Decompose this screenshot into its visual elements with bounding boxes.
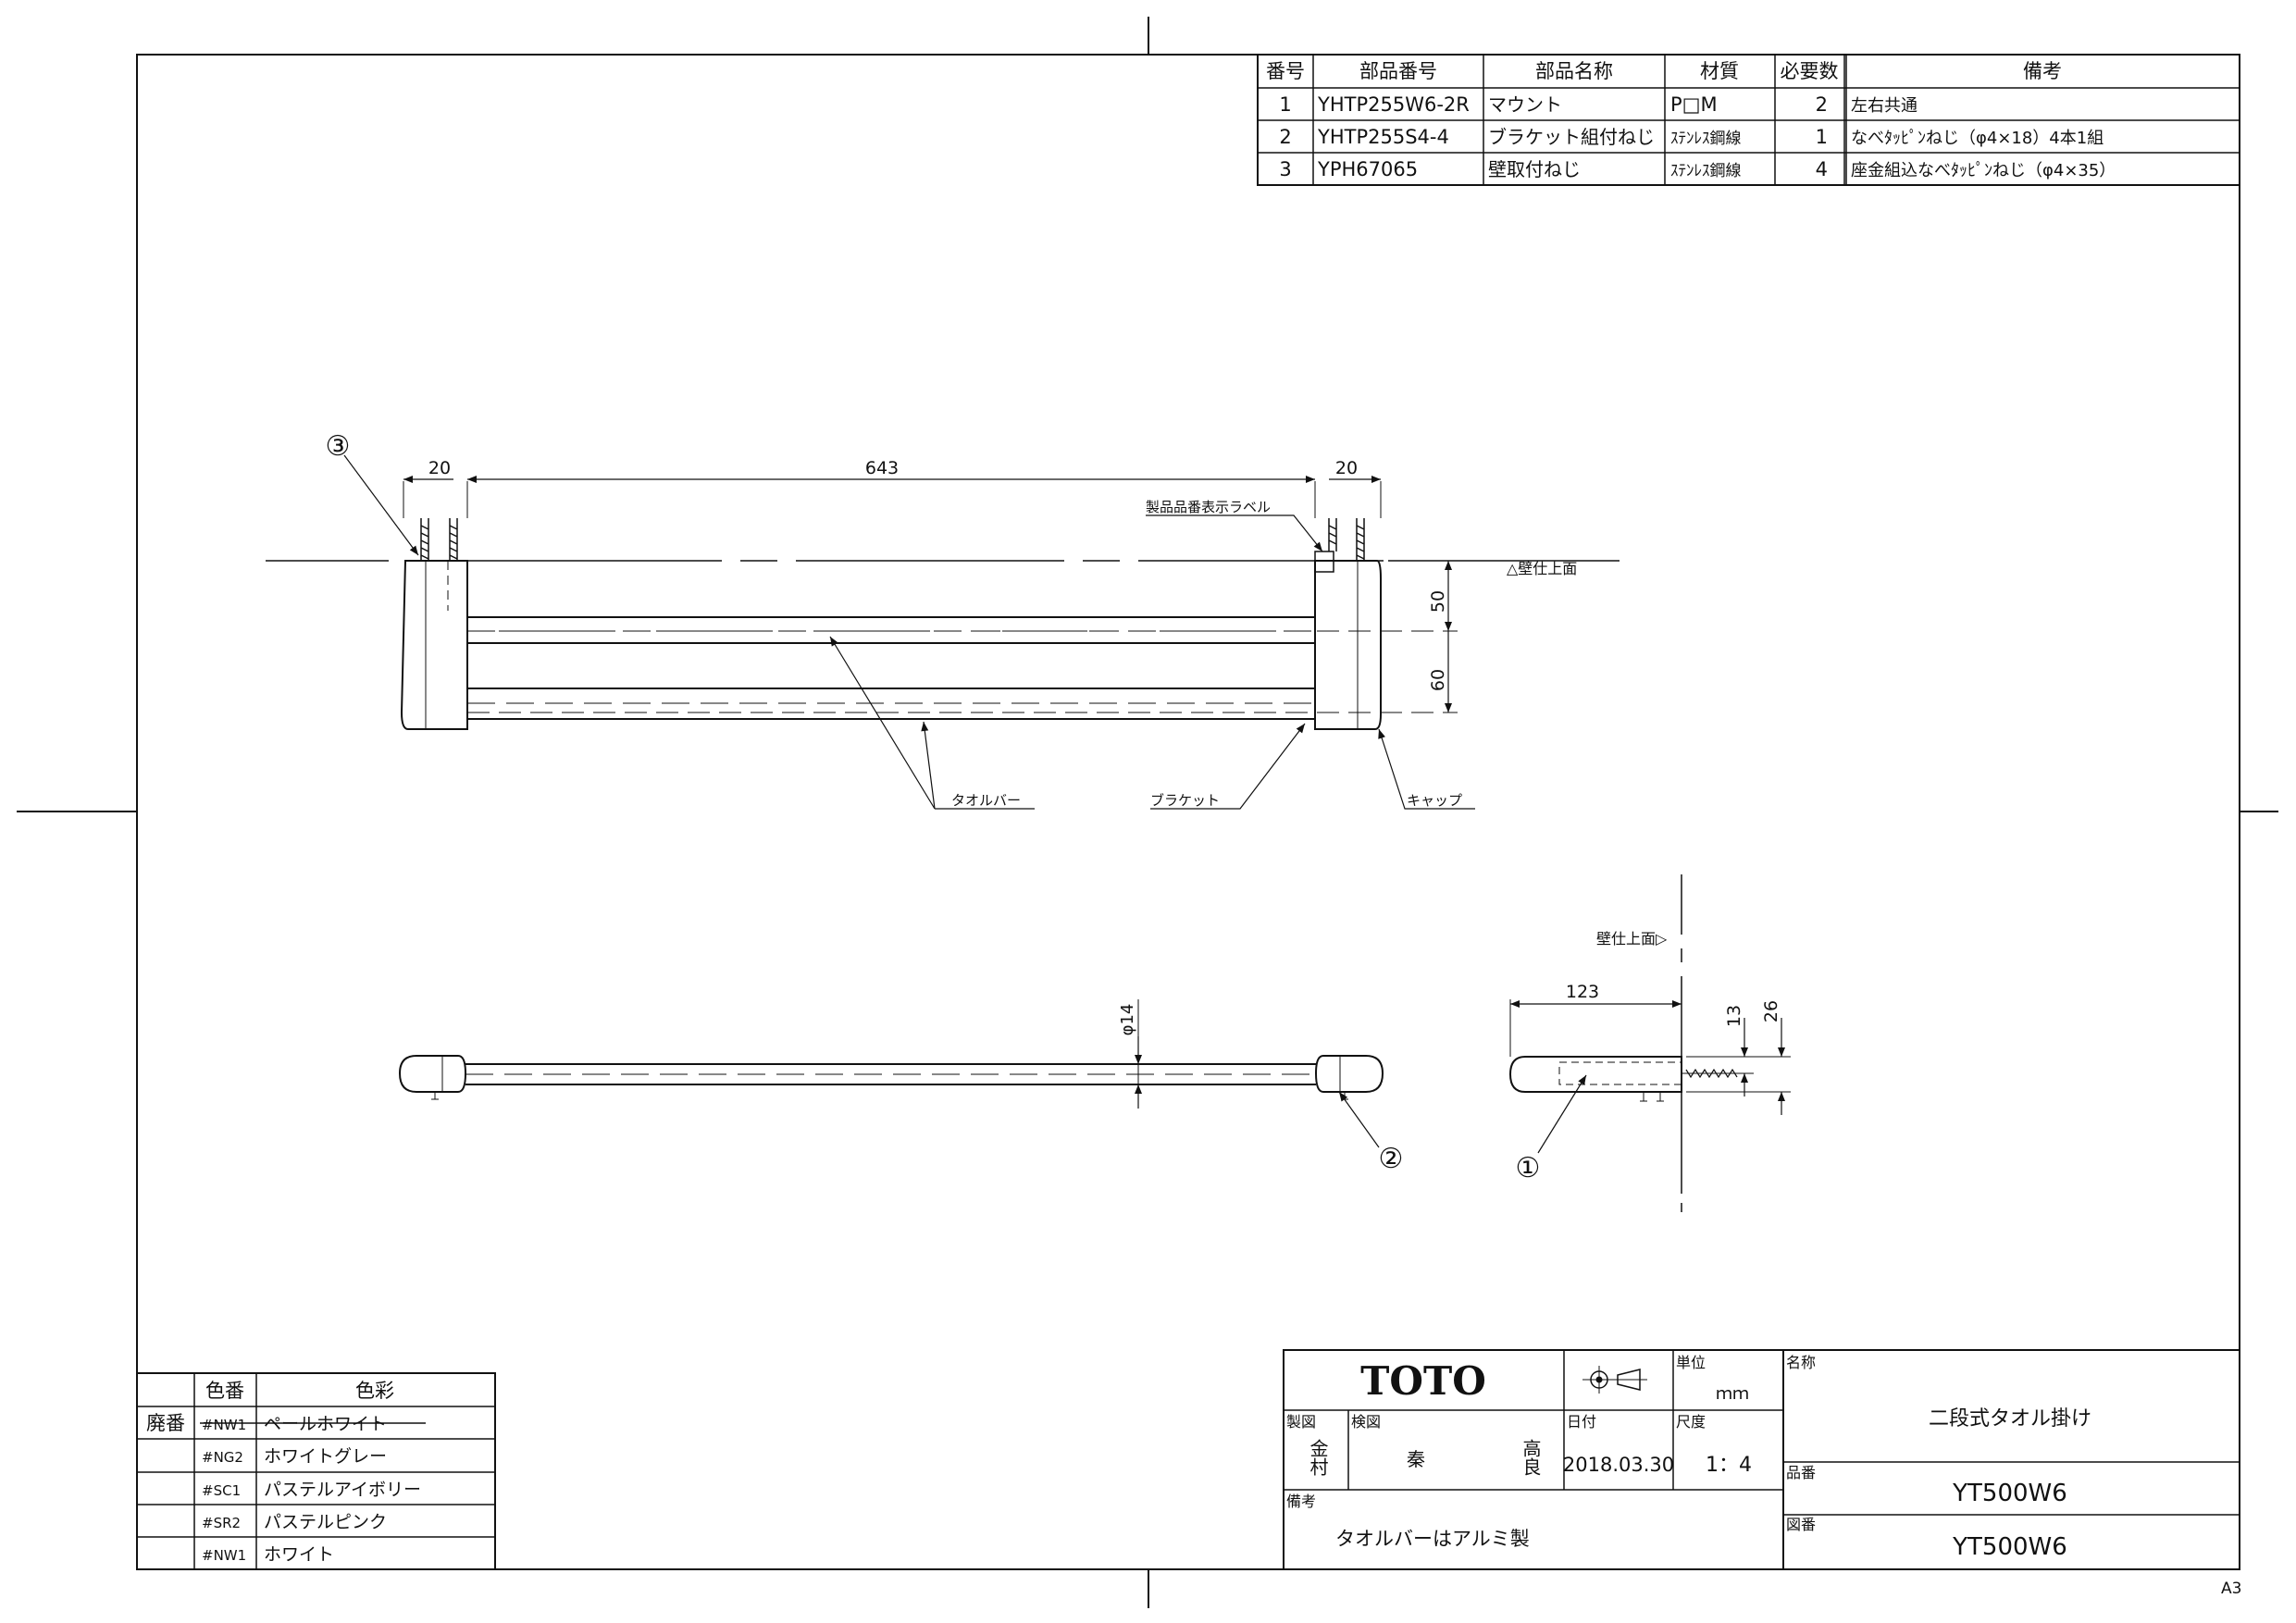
color-code: #NW1 [202, 1417, 246, 1433]
title-block: TOTO 単位 ｍｍ 名称 二段式タオル掛け 製図 金村 検図 秦 高良 日付 … [1283, 1349, 2240, 1570]
parts-row-no: 2 [1279, 126, 1291, 148]
color-code: #SR2 [202, 1515, 241, 1531]
color-name: パステルピンク [264, 1512, 387, 1532]
color-header-name: 色彩 [355, 1380, 394, 1402]
color-name: パステルアイボリー [264, 1480, 421, 1500]
balloon-1: ① [1516, 1152, 1541, 1184]
color-name: ホワイトグレー [264, 1446, 387, 1467]
parts-row-qty: 1 [1816, 126, 1828, 148]
parts-row-note: 座金組込なべﾀｯﾋﾟﾝねじ（φ4×35） [1851, 161, 2116, 180]
parts-header-qty: 必要数 [1781, 60, 1839, 82]
parts-header-no: 番号 [1266, 60, 1305, 82]
parts-row-note: 左右共通 [1851, 96, 1917, 116]
parts-row-name: ブラケット組付ねじ [1488, 126, 1655, 148]
parts-row-qty: 2 [1816, 93, 1828, 116]
dim-span-643: 643 [865, 458, 899, 478]
product-name: 二段式タオル掛け [1929, 1407, 2091, 1431]
label-product-number: 製品品番表示ラベル [1146, 499, 1271, 515]
parts-row-material: P□M [1670, 93, 1718, 116]
scale-label: 尺度 [1676, 1413, 1706, 1431]
balloon-2: ② [1379, 1143, 1404, 1175]
parts-row-name: 壁取付ねじ [1488, 158, 1581, 180]
dim-60: 60 [1428, 669, 1448, 691]
checked-by-2: 高良 [1520, 1439, 1542, 1476]
parts-row-qty: 4 [1816, 158, 1828, 180]
checked-label: 検図 [1351, 1413, 1381, 1431]
parts-row-material: ｽﾃﾝﾚｽ鋼線 [1670, 130, 1742, 148]
color-name: ホワイト [264, 1544, 334, 1565]
drawn-by: 金村 [1307, 1439, 1329, 1476]
product-no-label: 品番 [1786, 1464, 1816, 1481]
side-view: 壁仕上面▷ 123 13 26 ① [1508, 874, 1791, 1212]
parts-row-part-no: YHTP255S4-4 [1317, 126, 1449, 148]
dim-26: 26 [1761, 1000, 1781, 1022]
name-label: 名称 [1786, 1354, 1816, 1371]
parts-table: 番号 部品番号 部品名称 材質 必要数 備考 1 YHTP255W6-2R マウ… [1257, 54, 2240, 186]
dim-diameter-14: φ14 [1118, 1004, 1137, 1036]
towel-bar-upper [467, 616, 1315, 644]
label-wall-finish: △壁仕上面 [1507, 560, 1577, 577]
bottom-view: φ14 ② [398, 999, 1404, 1175]
parts-row-part-no: YHTP255W6-2R [1317, 93, 1470, 116]
color-header-code: 色番 [205, 1380, 244, 1402]
dim-depth-123: 123 [1566, 982, 1599, 1002]
parts-header-part-no: 部品番号 [1359, 60, 1437, 82]
label-wall-finish-side: 壁仕上面▷ [1596, 930, 1668, 948]
label-towel-bar: タオルバー [951, 792, 1021, 809]
parts-row-material: ｽﾃﾝﾚｽ鋼線 [1670, 162, 1742, 180]
parts-header-note: 備考 [2023, 60, 2062, 82]
unit-value: ｍｍ [1716, 1384, 1749, 1404]
color-code: #NG2 [202, 1449, 243, 1466]
color-code: #NW1 [202, 1547, 246, 1564]
dim-left-20: 20 [428, 458, 451, 478]
date-label: 日付 [1567, 1413, 1596, 1431]
remarks: タオルバーはアルミ製 [1335, 1528, 1530, 1550]
parts-row-no: 1 [1279, 93, 1291, 116]
sheet-size: A3 [2221, 1580, 2241, 1598]
remarks-label: 備考 [1286, 1493, 1316, 1510]
color-code: #SC1 [202, 1482, 241, 1499]
product-no: YT500W6 [1952, 1480, 2067, 1507]
scale: 1：4 [1706, 1454, 1752, 1477]
drawing-no: YT500W6 [1952, 1533, 2067, 1561]
discontinued-label: 廃番 [146, 1412, 185, 1434]
dim-13: 13 [1724, 1005, 1744, 1027]
wall-screw [420, 518, 1365, 561]
parts-row-no: 3 [1279, 158, 1291, 180]
dim-right-20: 20 [1335, 458, 1358, 478]
parts-header-material: 材質 [1700, 60, 1739, 82]
drawn-label: 製図 [1286, 1413, 1316, 1431]
third-angle-projection-icon [1582, 1366, 1647, 1394]
sheet-border [17, 17, 2278, 1608]
toto-logo: TOTO [1360, 1358, 1486, 1404]
front-view: 20 643 20 50 60 ③ 製品品番表示ラベル △壁仕上面 タオルバー … [266, 430, 1620, 810]
checked-by-1: 秦 [1407, 1448, 1425, 1470]
parts-header-name: 部品名称 [1535, 60, 1613, 82]
towel-bar-lower [467, 688, 1315, 720]
label-bracket: ブラケット [1150, 792, 1220, 809]
parts-row-part-no: YPH67065 [1317, 158, 1418, 180]
date: 2018.03.30 [1563, 1454, 1674, 1476]
unit-label: 単位 [1676, 1354, 1706, 1371]
label-cap: キャップ [1407, 792, 1462, 809]
color-name: ペールホワイト [264, 1414, 387, 1434]
color-table: 色番 色彩 廃番 #NW1 ペールホワイト #NG2 ホワイトグレー #SC1 … [136, 1372, 496, 1570]
parts-row-note: なべﾀｯﾋﾟﾝねじ（φ4×18）4本1組 [1851, 129, 2104, 148]
drawing-no-label: 図番 [1786, 1516, 1816, 1533]
parts-row-name: マウント [1488, 93, 1562, 116]
dim-50: 50 [1428, 590, 1448, 613]
